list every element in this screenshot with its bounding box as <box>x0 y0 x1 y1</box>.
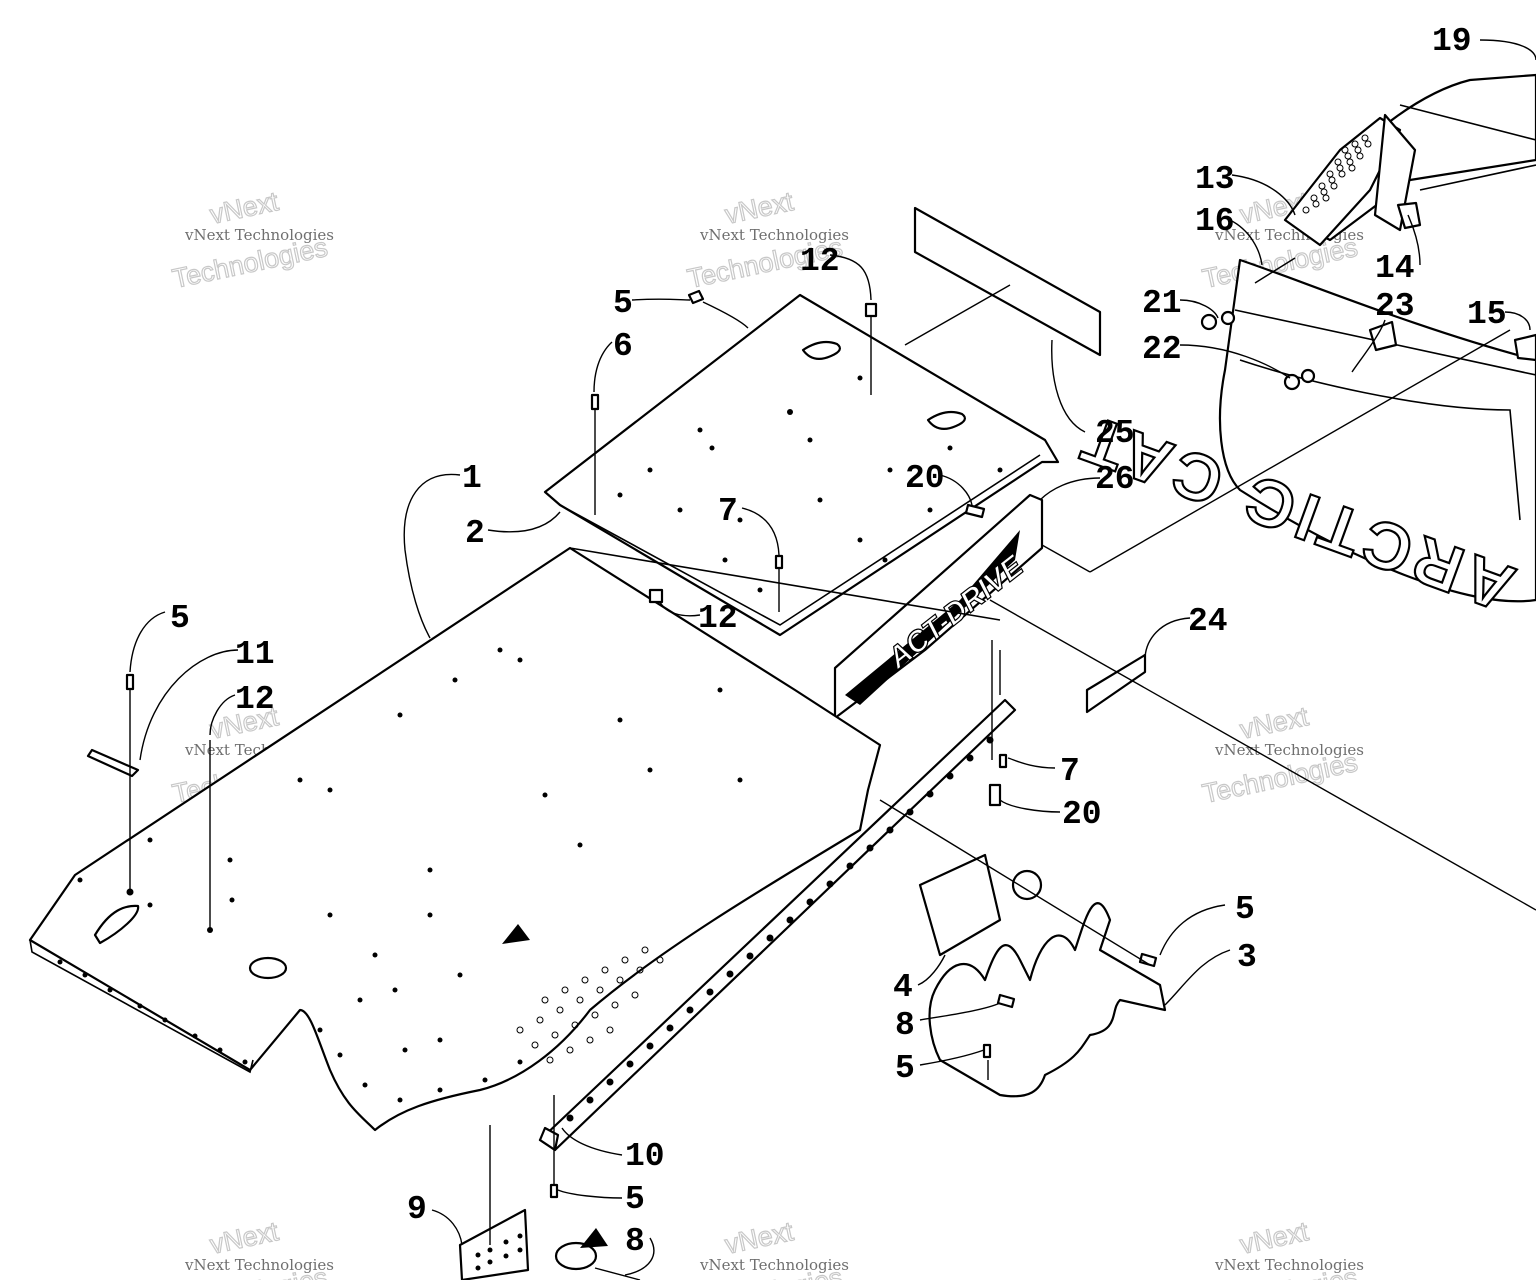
callout-8: 8 <box>895 1007 915 1044</box>
callout-10: 10 <box>625 1138 665 1175</box>
rivet <box>590 393 600 411</box>
main-tunnel <box>28 546 1001 1132</box>
rivet <box>687 289 705 305</box>
callout-16: 16 <box>1195 203 1235 240</box>
perforated-plate <box>1283 116 1402 247</box>
watermark: vNext Technologies vNext Technologies <box>684 185 849 294</box>
arrow-indicator-icon <box>580 1228 608 1248</box>
callout-12: 12 <box>235 681 275 718</box>
callout-7: 7 <box>1060 753 1080 790</box>
clip <box>1396 201 1422 230</box>
callout-5: 5 <box>895 1050 915 1087</box>
washer <box>1300 368 1316 384</box>
oval-slot <box>926 410 966 431</box>
callout-2: 2 <box>465 515 485 552</box>
lock-nut <box>1283 373 1301 391</box>
callout-24: 24 <box>1188 603 1228 640</box>
watermark-small-text: vNext Technologies <box>1214 1256 1364 1274</box>
watermark-small-text: vNext Technologies <box>699 1256 849 1274</box>
callout-21: 21 <box>1142 285 1182 322</box>
callout-5: 5 <box>170 600 190 637</box>
screw <box>988 783 1002 807</box>
callout-1: 1 <box>462 460 482 497</box>
callout-3: 3 <box>1237 939 1257 976</box>
callout-4: 4 <box>893 969 913 1006</box>
watermark-small-text: vNext Technologies <box>1214 741 1364 759</box>
round-cover <box>554 1241 598 1271</box>
callout-25: 25 <box>1095 415 1135 452</box>
watermark-big-line-1: vNext <box>722 1216 796 1260</box>
callout-5: 5 <box>625 1181 645 1218</box>
rivet <box>982 1043 992 1059</box>
support-arm <box>1373 113 1417 232</box>
watermark-big-line-1: vNext <box>207 1216 281 1260</box>
rivet <box>549 1183 559 1199</box>
rivet <box>996 993 1016 1009</box>
callout-20: 20 <box>905 460 945 497</box>
lock-nut <box>1200 313 1218 331</box>
rivet <box>774 554 784 570</box>
callout-23: 23 <box>1375 288 1415 325</box>
tunnel-rear-cover <box>543 293 1060 637</box>
callout-22: 22 <box>1142 331 1182 368</box>
watermark-big-line-1: vNext <box>207 186 281 230</box>
heat-exchanger-opening <box>93 904 140 945</box>
flap-bracket <box>1513 333 1536 362</box>
watermark: vNext Technologies vNext Technologies <box>1199 1215 1364 1280</box>
edge-rivet-row <box>317 972 523 1103</box>
callout-5: 5 <box>1235 891 1255 928</box>
callout-15: 15 <box>1467 296 1507 333</box>
plug-cap <box>864 302 878 318</box>
watermark-small-text: vNext Technologies <box>184 226 334 244</box>
grommet-strip <box>86 748 140 778</box>
arrow-indicator-icon <box>502 924 530 944</box>
leader-lines <box>129 257 1536 1280</box>
callout-9: 9 <box>407 1191 427 1228</box>
backing-plate <box>458 1208 530 1280</box>
decal-strip <box>1085 653 1147 714</box>
watermark: vNext Technologies vNext Technologies <box>169 1215 334 1280</box>
fasteners <box>86 289 1158 1199</box>
round-opening <box>248 956 288 980</box>
oval-slot <box>801 340 841 361</box>
rivet <box>125 673 135 691</box>
flap-hinge-tab <box>1368 320 1398 352</box>
callout-19: 19 <box>1432 23 1472 60</box>
snow-flap-assembly: ARCTIC CAT <box>1066 73 1536 627</box>
watermark-big-line-1: vNext <box>722 186 796 230</box>
perforation-pattern <box>1302 134 1372 214</box>
slide-rail <box>538 698 1017 1152</box>
callout-11: 11 <box>235 636 275 673</box>
callout-leaders <box>129 39 1536 1276</box>
washer <box>1220 310 1236 326</box>
watermark: vNext Technologies vNext Technologies <box>169 185 334 294</box>
callout-7: 7 <box>718 493 738 530</box>
callout-labels: 19 13 16 14 21 23 15 22 12 5 6 25 1 20 2… <box>170 23 1507 1260</box>
screw <box>964 503 986 519</box>
callout-12: 12 <box>800 243 840 280</box>
decal-rectangle <box>913 206 1102 357</box>
punched-hole-grid <box>516 946 664 1064</box>
watermark-small-text: vNext Technologies <box>184 1256 334 1274</box>
callout-20: 20 <box>1062 796 1102 833</box>
bracket-washer <box>1011 869 1043 901</box>
watermark-small-text: vNext Technologies <box>699 226 849 244</box>
callout-6: 6 <box>613 328 633 365</box>
callout-26: 26 <box>1095 461 1135 498</box>
snow-flap <box>1218 258 1536 603</box>
callout-13: 13 <box>1195 161 1235 198</box>
callout-12: 12 <box>698 600 738 637</box>
callout-8: 8 <box>625 1223 645 1260</box>
bumper-bracket <box>918 853 1167 1098</box>
watermark-big-line-1: vNext <box>1237 701 1311 745</box>
mounting-plate <box>918 853 1002 957</box>
callout-14: 14 <box>1375 250 1415 287</box>
rivet <box>998 753 1008 769</box>
plug-cap <box>648 588 664 604</box>
callout-5: 5 <box>613 285 633 322</box>
watermark: vNext Technologies vNext Technologies <box>1199 700 1364 809</box>
watermark: vNext Technologies vNext Technologies <box>684 1215 849 1280</box>
watermark-big-line-1: vNext <box>1237 1216 1311 1260</box>
